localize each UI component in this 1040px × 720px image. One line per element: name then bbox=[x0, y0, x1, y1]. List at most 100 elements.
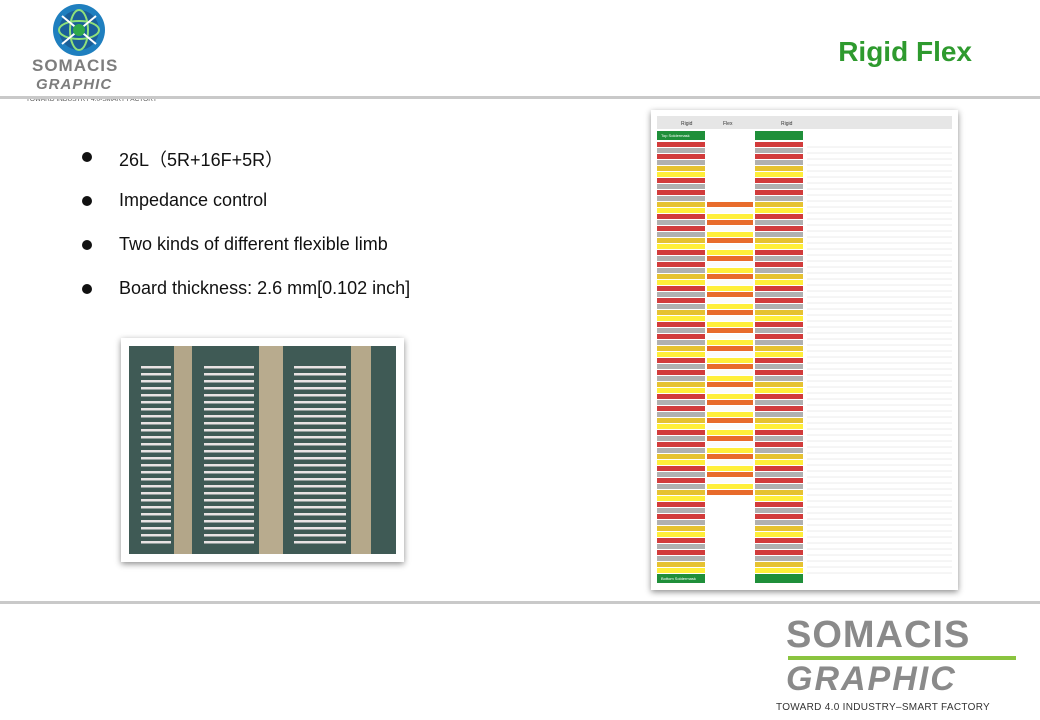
stackup-layer-right bbox=[755, 370, 803, 375]
trace-mark bbox=[204, 464, 254, 467]
stackup-layer-left bbox=[657, 328, 705, 333]
stackup-layer-flex bbox=[707, 340, 753, 345]
stackup-layer-flex bbox=[707, 472, 753, 477]
stackup-layer-flex bbox=[707, 262, 753, 267]
stackup-layer-right bbox=[755, 478, 803, 483]
trace-mark bbox=[204, 534, 254, 537]
stackup-layer-right bbox=[755, 172, 803, 177]
trace-mark bbox=[294, 499, 346, 502]
stackup-layer-flex bbox=[707, 406, 753, 411]
stackup-layer-right bbox=[755, 226, 803, 231]
stackup-layer-right bbox=[755, 328, 803, 333]
stackup-layer-right bbox=[755, 346, 803, 351]
trace-mark bbox=[294, 387, 346, 390]
trace-mark bbox=[294, 422, 346, 425]
stackup-layer-left bbox=[657, 226, 705, 231]
stackup-layer-flex bbox=[707, 442, 753, 447]
stackup-top-soldermask: Top Soldermask bbox=[661, 133, 690, 138]
logo-bottom: SOMACIS GRAPHIC TOWARD 4.0 INDUSTRY–SMAR… bbox=[776, 614, 1026, 718]
stackup-layer-flex bbox=[707, 418, 753, 423]
stackup-layer-left bbox=[657, 370, 705, 375]
stackup-layer-right bbox=[755, 556, 803, 561]
trace-mark bbox=[204, 366, 254, 369]
trace-mark bbox=[204, 373, 254, 376]
trace-mark bbox=[141, 394, 171, 397]
stackup-layer-right bbox=[755, 394, 803, 399]
stackup-layer-left bbox=[657, 214, 705, 219]
stackup-layer-left bbox=[657, 208, 705, 213]
stackup-layer-left bbox=[657, 184, 705, 189]
soldermask-row bbox=[755, 131, 803, 140]
trace-mark bbox=[204, 527, 254, 530]
stackup-layer-flex bbox=[707, 430, 753, 435]
trace-mark bbox=[204, 471, 254, 474]
trace-mark bbox=[141, 422, 171, 425]
stackup-layer-right bbox=[755, 538, 803, 543]
stackup-layer-flex bbox=[707, 352, 753, 357]
stackup-layer-left bbox=[657, 448, 705, 453]
footer-logo-line bbox=[788, 656, 1016, 660]
trace-mark bbox=[204, 485, 254, 488]
stackup-layer-left bbox=[657, 544, 705, 549]
stackup-layer-flex bbox=[707, 268, 753, 273]
bullet-item: 26L（5R+16F+5R） bbox=[82, 146, 522, 190]
trace-mark bbox=[204, 492, 254, 495]
stackup-layer-left bbox=[657, 376, 705, 381]
stackup-layer-right bbox=[755, 562, 803, 567]
stackup-layer-left bbox=[657, 412, 705, 417]
stackup-layer-flex bbox=[707, 460, 753, 465]
stackup-layer-left bbox=[657, 490, 705, 495]
stackup-layer-left bbox=[657, 394, 705, 399]
stackup-layer-right bbox=[755, 142, 803, 147]
stackup-bottom-soldermask: Bottom Soldermask bbox=[661, 576, 696, 581]
trace-mark bbox=[294, 485, 346, 488]
stackup-layer-left bbox=[657, 280, 705, 285]
trace-mark bbox=[204, 478, 254, 481]
slide-title: Rigid Flex bbox=[838, 36, 972, 67]
stackup-layer-right bbox=[755, 406, 803, 411]
stackup-layer-right bbox=[755, 208, 803, 213]
stackup-layer-right bbox=[755, 262, 803, 267]
bullet-dot-icon bbox=[82, 152, 92, 162]
trace-mark bbox=[294, 443, 346, 446]
stackup-layer-flex bbox=[707, 484, 753, 489]
stackup-layer-right bbox=[755, 160, 803, 165]
trace-mark bbox=[294, 415, 346, 418]
stackup-layer-flex bbox=[707, 466, 753, 471]
stackup-layer-flex bbox=[707, 238, 753, 243]
stackup-layer-left bbox=[657, 154, 705, 159]
bullet-item: Impedance control bbox=[82, 190, 522, 234]
stackup-layer-flex bbox=[707, 328, 753, 333]
trace-mark bbox=[294, 513, 346, 516]
stackup-layer-flex bbox=[707, 250, 753, 255]
trace-mark bbox=[141, 457, 171, 460]
trace-mark bbox=[141, 401, 171, 404]
stackup-layer-flex bbox=[707, 358, 753, 363]
stackup-image: Rigid Flex Rigid Top Soldermask Bottom S… bbox=[657, 116, 952, 584]
trace-mark bbox=[294, 506, 346, 509]
stackup-layer-right bbox=[755, 514, 803, 519]
trace-mark bbox=[141, 436, 171, 439]
stackup-layer-left bbox=[657, 484, 705, 489]
stackup-table: Rigid Flex Rigid Top Soldermask Bottom S… bbox=[651, 110, 958, 590]
stackup-layer-left bbox=[657, 472, 705, 477]
stackup-layer-flex bbox=[707, 454, 753, 459]
trace-mark bbox=[204, 401, 254, 404]
stackup-layer-left bbox=[657, 526, 705, 531]
trace-mark bbox=[294, 380, 346, 383]
trace-mark bbox=[204, 408, 254, 411]
trace-mark bbox=[294, 436, 346, 439]
stackup-layer-right bbox=[755, 286, 803, 291]
trace-mark bbox=[141, 366, 171, 369]
stackup-layer-flex bbox=[707, 208, 753, 213]
stackup-layer-left bbox=[657, 220, 705, 225]
stackup-layer-left bbox=[657, 418, 705, 423]
stackup-layer-flex bbox=[707, 244, 753, 249]
stackup-layer-left bbox=[657, 346, 705, 351]
stackup-layer-right bbox=[755, 550, 803, 555]
stackup-layer-left bbox=[657, 454, 705, 459]
stackup-layer-right bbox=[755, 310, 803, 315]
trace-mark bbox=[294, 478, 346, 481]
stackup-layer-right bbox=[755, 388, 803, 393]
stackup-layer-left bbox=[657, 334, 705, 339]
